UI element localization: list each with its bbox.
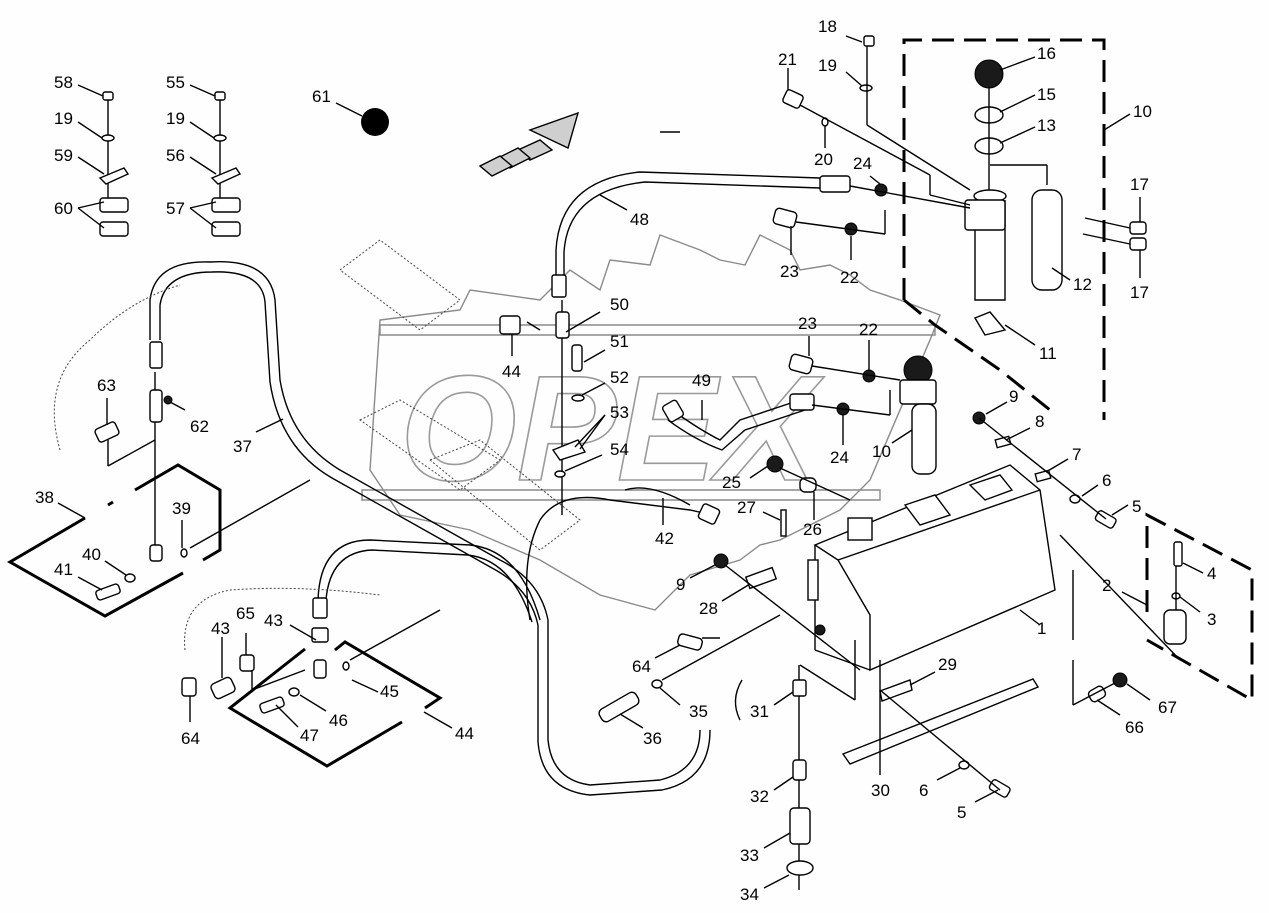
callout-22[interactable]: 22	[859, 320, 878, 339]
callout-16[interactable]: 16	[1037, 44, 1056, 63]
callout-37[interactable]: 37	[233, 437, 252, 456]
callout-30[interactable]: 30	[871, 781, 890, 800]
callout-61[interactable]: 61	[312, 87, 331, 106]
callout-26[interactable]: 26	[803, 520, 822, 539]
callout-56[interactable]: 56	[166, 146, 185, 165]
callout-46[interactable]: 46	[329, 711, 348, 730]
callout-28[interactable]: 28	[699, 599, 718, 618]
callout-44[interactable]: 44	[502, 362, 521, 381]
callout-53[interactable]: 53	[610, 403, 629, 422]
callout-19[interactable]: 19	[818, 56, 837, 75]
callout-42[interactable]: 42	[655, 529, 674, 548]
callout-38[interactable]: 38	[35, 488, 54, 507]
callout-60[interactable]: 60	[54, 199, 73, 218]
callout-48[interactable]: 48	[630, 210, 649, 229]
callout-50[interactable]: 50	[610, 295, 629, 314]
callout-11[interactable]: 11	[1039, 344, 1057, 363]
callout-22[interactable]: 22	[840, 268, 859, 287]
hose-37	[149, 260, 711, 796]
hydraulic-tank-1	[807, 464, 1056, 672]
callout-31[interactable]: 31	[750, 702, 769, 721]
callout-17[interactable]: 17	[1130, 175, 1149, 194]
callout-51[interactable]: 51	[610, 332, 629, 351]
callout-32[interactable]: 32	[750, 787, 769, 806]
callout-41[interactable]: 41	[54, 560, 73, 579]
callout-65[interactable]: 65	[236, 604, 255, 623]
callout-27[interactable]: 27	[737, 498, 756, 517]
watermark-text: OPEX	[400, 344, 825, 512]
callout-34[interactable]: 34	[740, 885, 759, 904]
callout-23[interactable]: 23	[798, 314, 817, 333]
callout-35[interactable]: 35	[689, 702, 708, 721]
callout-43[interactable]: 43	[211, 619, 230, 638]
callout-17[interactable]: 17	[1130, 283, 1149, 302]
callout-20[interactable]: 20	[814, 150, 833, 169]
callout-7[interactable]: 7	[1072, 445, 1082, 464]
callout-58[interactable]: 58	[54, 73, 73, 92]
callout-43[interactable]: 43	[264, 611, 283, 630]
callout-9[interactable]: 9	[676, 575, 686, 594]
callout-47[interactable]: 47	[300, 726, 319, 745]
callout-52[interactable]: 52	[610, 368, 629, 387]
callout-54[interactable]: 54	[610, 440, 629, 459]
callout-24[interactable]: 24	[853, 154, 872, 173]
callout-5[interactable]: 5	[957, 803, 967, 822]
callout-10[interactable]: 10	[1133, 102, 1152, 121]
callout-44[interactable]: 44	[455, 724, 474, 743]
pump-ghost	[339, 239, 581, 551]
callout-9[interactable]: 9	[1009, 387, 1019, 406]
callout-55[interactable]: 55	[166, 73, 185, 92]
callout-45[interactable]: 45	[380, 682, 399, 701]
callout-63[interactable]: 63	[97, 376, 116, 395]
callout-24[interactable]: 24	[830, 448, 849, 467]
clamp-assembly-right	[189, 84, 242, 237]
callout-6[interactable]: 6	[1102, 471, 1112, 490]
callout-59[interactable]: 59	[54, 146, 73, 165]
callout-25[interactable]: 25	[722, 473, 741, 492]
callout-23[interactable]: 23	[780, 262, 799, 281]
callout-1[interactable]: 1	[1037, 619, 1047, 638]
callout-36[interactable]: 36	[643, 729, 662, 748]
watermark-logo: OPEX	[361, 234, 941, 611]
callout-15[interactable]: 15	[1037, 85, 1056, 104]
direction-arrow-icon	[478, 111, 580, 177]
callout-57[interactable]: 57	[166, 199, 185, 218]
callout-49[interactable]: 49	[692, 371, 711, 390]
callout-6[interactable]: 6	[919, 781, 929, 800]
callout-62[interactable]: 62	[190, 417, 209, 436]
filter-assembly-10	[902, 38, 1147, 420]
callout-4[interactable]: 4	[1207, 564, 1217, 583]
callout-13[interactable]: 13	[1037, 116, 1056, 135]
callout-39[interactable]: 39	[172, 499, 191, 518]
callout-2[interactable]: 2	[1102, 576, 1112, 595]
callout-64[interactable]: 64	[632, 657, 651, 676]
callout-10[interactable]: 10	[872, 442, 891, 461]
callout-29[interactable]: 29	[938, 655, 957, 674]
callout-8[interactable]: 8	[1035, 412, 1045, 431]
callout-33[interactable]: 33	[740, 846, 759, 865]
callout-18[interactable]: 18	[818, 17, 837, 36]
callout-66[interactable]: 66	[1125, 718, 1144, 737]
callout-40[interactable]: 40	[82, 545, 101, 564]
plug-assembly-2	[1145, 512, 1254, 703]
callout-67[interactable]: 67	[1158, 698, 1177, 717]
callout-12[interactable]: 12	[1073, 275, 1092, 294]
callout-19[interactable]: 19	[54, 109, 73, 128]
callout-21[interactable]: 21	[778, 50, 797, 69]
callout-3[interactable]: 3	[1207, 610, 1217, 629]
bracket-44	[227, 640, 443, 768]
part-61-dot-icon	[361, 108, 389, 136]
bracket-38	[7, 463, 222, 618]
hose-48	[551, 171, 851, 298]
clamp-assembly-left	[77, 84, 130, 237]
callout-64[interactable]: 64	[181, 729, 200, 748]
callout-5[interactable]: 5	[1132, 497, 1142, 516]
callout-19[interactable]: 19	[166, 109, 185, 128]
